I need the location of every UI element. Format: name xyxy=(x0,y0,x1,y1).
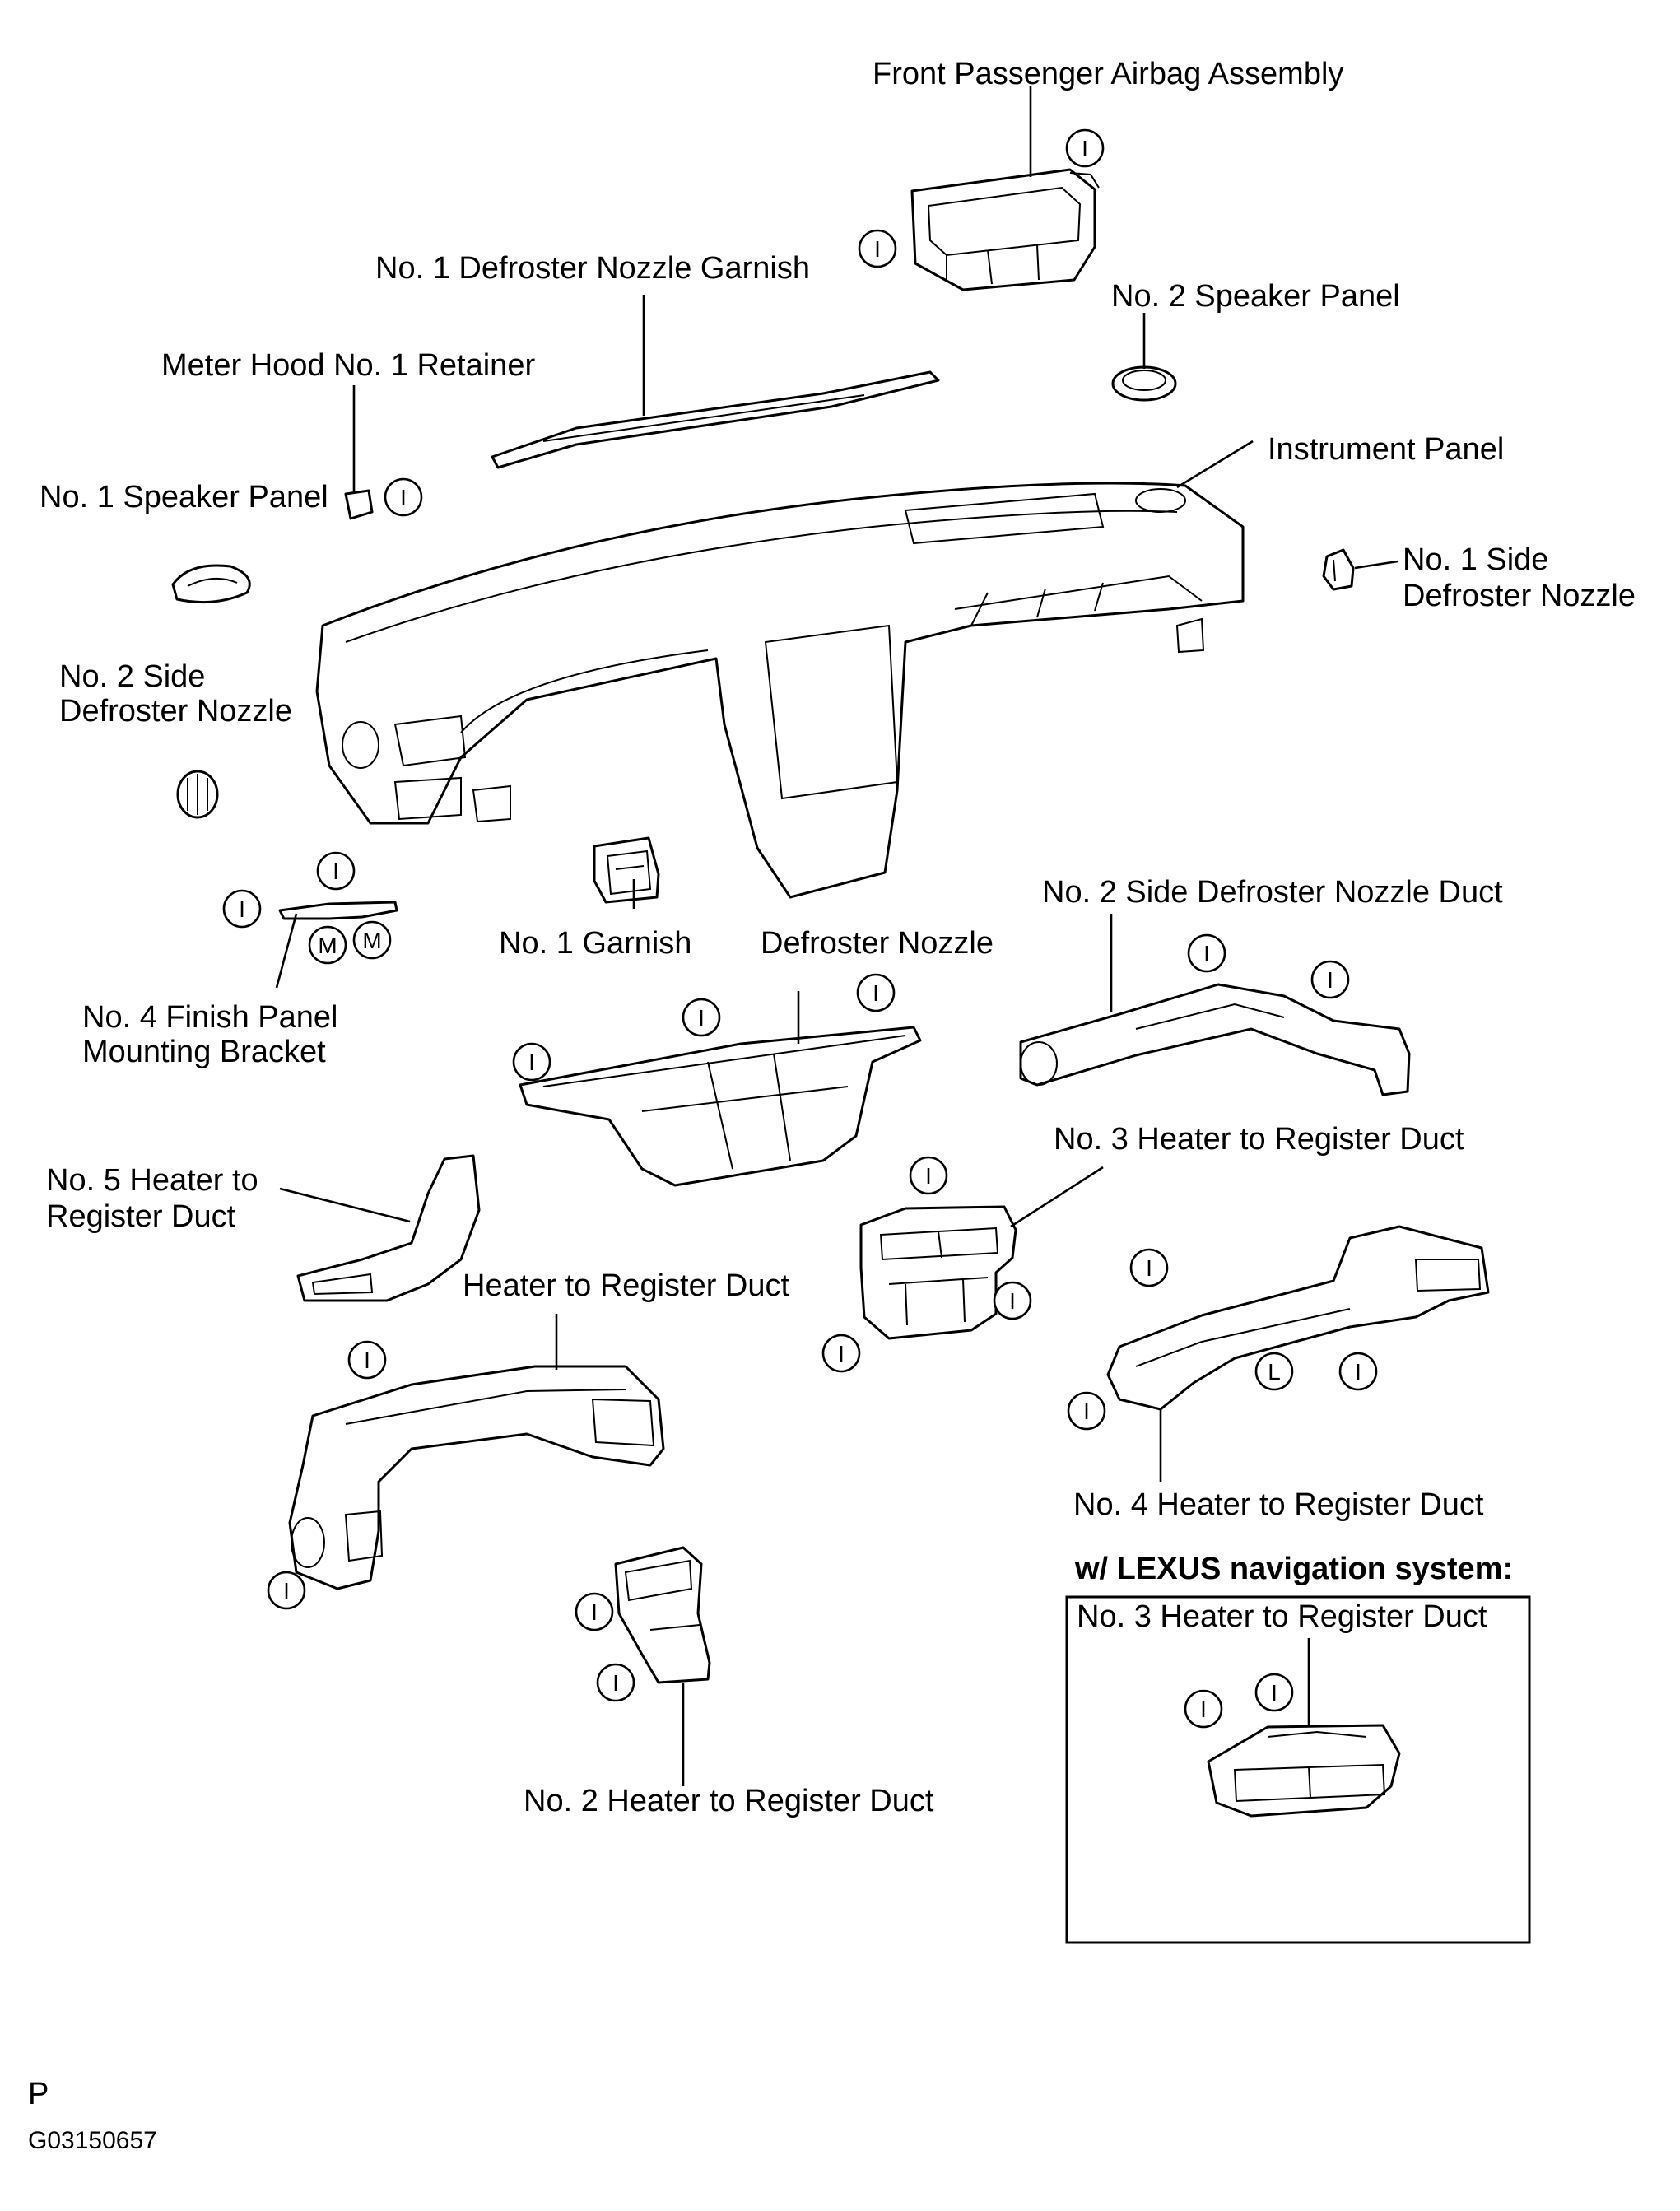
label-finish-panel-bracket-1: No. 4 Finish Panel xyxy=(82,1000,338,1035)
nav-heading: w/ LEXUS navigation system: xyxy=(1074,1552,1513,1586)
finish-panel-bracket-part xyxy=(278,901,398,920)
svg-text:I: I xyxy=(838,1341,845,1366)
no2-side-defroster-duct-part xyxy=(1019,983,1411,1096)
no1-speaker-panel-part xyxy=(171,564,251,604)
defroster-nozzle-part xyxy=(519,1026,922,1187)
svg-text:I: I xyxy=(1327,967,1333,993)
svg-text:I: I xyxy=(528,1050,535,1075)
marker-m-1: M xyxy=(308,925,347,965)
svg-text:I: I xyxy=(1009,1288,1016,1314)
part-labels: Front Passenger Airbag Assembly No. 1 De… xyxy=(28,57,1636,2154)
no1-garnish-part xyxy=(593,836,660,904)
label-heater-register-duct: Heater to Register Duct xyxy=(463,1268,789,1303)
svg-text:I: I xyxy=(591,1599,598,1625)
meter-hood-retainer-part xyxy=(344,489,374,520)
svg-text:I: I xyxy=(1271,1680,1277,1706)
svg-text:I: I xyxy=(1082,136,1088,161)
svg-text:M: M xyxy=(362,928,381,953)
label-no2-side-defroster-2: Defroster Nozzle xyxy=(59,694,292,728)
marker-i-12: I xyxy=(993,1281,1032,1320)
label-no2-side-defroster-duct: No. 2 Side Defroster Nozzle Duct xyxy=(1042,875,1503,910)
marker-i-19: I xyxy=(575,1592,614,1631)
marker-i-6: I xyxy=(682,998,721,1037)
marker-i-21: I xyxy=(1184,1689,1223,1729)
svg-text:I: I xyxy=(1083,1399,1090,1424)
label-no2-speaker-panel: No. 2 Speaker Panel xyxy=(1111,279,1400,314)
marker-i-18: I xyxy=(1067,1391,1106,1431)
svg-text:I: I xyxy=(239,896,245,922)
svg-text:I: I xyxy=(1355,1359,1361,1385)
marker-i-5: I xyxy=(222,889,262,929)
marker-i-10: I xyxy=(1310,960,1350,999)
marker-i-14: I xyxy=(347,1340,387,1380)
marker-i-3: I xyxy=(384,477,423,517)
marker-i-7: I xyxy=(856,973,896,1012)
svg-text:I: I xyxy=(364,1348,370,1373)
marker-i-4: I xyxy=(316,851,356,891)
nav-system-box xyxy=(1065,1595,1531,1944)
no1-side-defroster-nozzle-part xyxy=(1322,548,1355,591)
label-finish-panel-bracket-2: Mounting Bracket xyxy=(82,1035,326,1069)
label-nav-no3-heater-duct: No. 3 Heater to Register Duct xyxy=(1077,1599,1487,1634)
figure-code: G03150657 xyxy=(28,2127,157,2154)
marker-m-2: M xyxy=(352,920,392,960)
label-defroster-nozzle-garnish: No. 1 Defroster Nozzle Garnish xyxy=(375,251,810,286)
defroster-nozzle-garnish-part xyxy=(491,370,940,469)
label-no3-heater-duct: No. 3 Heater to Register Duct xyxy=(1054,1122,1464,1157)
nav-no3-heater-duct-part xyxy=(1207,1724,1401,1818)
label-no1-speaker-panel: No. 1 Speaker Panel xyxy=(40,480,328,514)
marker-i-15: I xyxy=(267,1571,306,1610)
page-mark: P xyxy=(28,2077,49,2111)
label-no1-side-defroster-1: No. 1 Side xyxy=(1403,542,1548,577)
label-no5-heater-duct-2: Register Duct xyxy=(46,1199,236,1234)
svg-text:I: I xyxy=(333,859,339,884)
marker-i-2: I xyxy=(858,229,897,268)
marker-i-8: I xyxy=(512,1042,551,1082)
leader-lines xyxy=(275,86,1398,1786)
svg-text:I: I xyxy=(283,1578,290,1604)
marker-circles: I I I I I M M I I I I I I I I I I I L I … xyxy=(222,128,1378,1729)
label-front-passenger-airbag: Front Passenger Airbag Assembly xyxy=(873,57,1343,91)
marker-i-22: I xyxy=(1254,1673,1294,1712)
svg-text:I: I xyxy=(925,1163,932,1189)
no2-side-defroster-nozzle-part xyxy=(176,770,219,819)
svg-text:I: I xyxy=(400,485,407,510)
marker-i-17: I xyxy=(1338,1352,1378,1391)
svg-text:L: L xyxy=(1268,1359,1281,1385)
no2-speaker-panel-part xyxy=(1111,365,1177,402)
marker-i-1: I xyxy=(1065,128,1105,168)
label-meter-hood-retainer: Meter Hood No. 1 Retainer xyxy=(161,348,535,383)
label-no1-garnish: No. 1 Garnish xyxy=(499,926,691,961)
no5-heater-duct-part xyxy=(296,1154,481,1302)
svg-text:I: I xyxy=(1203,941,1210,966)
label-no2-side-defroster-1: No. 2 Side xyxy=(59,659,205,694)
svg-text:I: I xyxy=(873,980,879,1006)
instrument-panel-part xyxy=(315,482,1245,899)
svg-text:M: M xyxy=(318,933,337,958)
svg-text:I: I xyxy=(1200,1697,1207,1722)
marker-l-1: L xyxy=(1254,1352,1294,1391)
svg-text:I: I xyxy=(1146,1255,1152,1281)
marker-i-20: I xyxy=(596,1663,635,1702)
svg-text:I: I xyxy=(874,236,881,262)
front-passenger-airbag-part xyxy=(910,168,1100,291)
marker-i-13: I xyxy=(821,1334,861,1373)
label-defroster-nozzle: Defroster Nozzle xyxy=(761,926,994,961)
svg-text:I: I xyxy=(698,1005,705,1031)
svg-text:I: I xyxy=(612,1670,619,1696)
label-no4-heater-duct: No. 4 Heater to Register Duct xyxy=(1073,1487,1484,1522)
no3-heater-duct-part xyxy=(859,1205,1017,1340)
label-no1-side-defroster-2: Defroster Nozzle xyxy=(1403,579,1636,613)
heater-register-duct-part xyxy=(288,1365,665,1590)
no4-heater-duct-part xyxy=(1106,1225,1490,1411)
label-no2-heater-duct: No. 2 Heater to Register Duct xyxy=(524,1784,934,1818)
label-instrument-panel: Instrument Panel xyxy=(1268,432,1504,467)
label-no5-heater-duct-1: No. 5 Heater to xyxy=(46,1163,258,1198)
no2-heater-duct-part xyxy=(614,1546,711,1684)
marker-i-9: I xyxy=(1187,933,1226,973)
marker-i-11: I xyxy=(909,1156,948,1195)
marker-i-16: I xyxy=(1129,1248,1169,1287)
